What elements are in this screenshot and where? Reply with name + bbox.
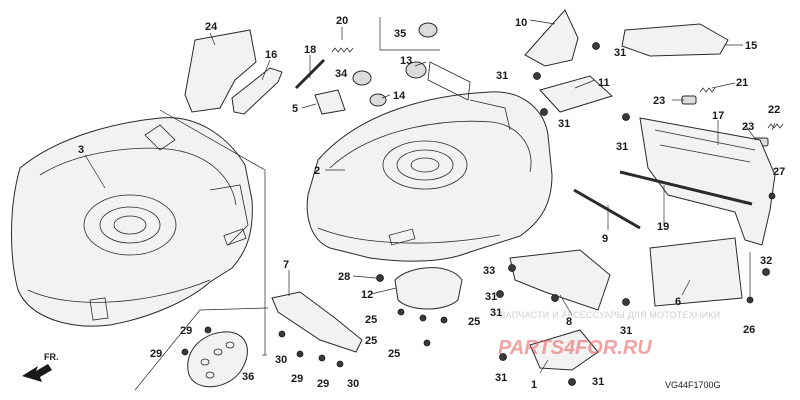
callout-25b: 25 [468,316,480,328]
callout-31g: 31 [620,325,632,337]
callout-25d: 25 [388,348,400,360]
callout-29d: 29 [317,378,329,390]
callout-2: 2 [314,165,320,177]
callout-labels: 3 24 16 18 20 34 5 2 35 13 14 10 31 15 3… [78,15,785,391]
callout-27: 27 [773,166,785,178]
callout-3: 3 [78,144,84,156]
callout-30a: 30 [275,354,287,366]
callout-31d: 31 [616,141,628,153]
callout-21: 21 [736,77,748,89]
callout-11: 11 [598,77,610,89]
plate-11 [539,75,613,113]
callout-34: 34 [335,68,348,80]
callout-9: 9 [602,233,608,245]
callout-14: 14 [393,90,406,102]
callout-28: 28 [338,271,350,283]
callout-16: 16 [265,49,277,61]
callout-8: 8 [566,316,572,328]
callout-13: 13 [400,55,412,67]
callout-31f: 31 [490,307,502,319]
mower-deck-center [306,61,553,262]
callout-19: 19 [657,221,669,233]
callout-1: 1 [531,379,537,391]
callout-26: 26 [743,324,755,336]
direction-label: FR. [44,352,59,362]
baffle-7 [271,291,363,353]
grommet-35 [418,22,438,38]
callout-24: 24 [205,21,218,33]
grommet-34 [352,70,372,86]
callout-33: 33 [483,265,495,277]
bracket-16 [231,67,283,115]
callout-35: 35 [394,28,406,40]
callout-12: 12 [361,289,373,301]
callout-31e: 31 [485,291,497,303]
callout-17: 17 [712,110,724,122]
callout-31a: 31 [614,47,626,59]
callout-29b: 29 [150,348,162,360]
callout-36: 36 [242,371,254,383]
grommet-14 [369,93,387,107]
callout-25a: 25 [365,314,377,326]
group-frame-lines [134,17,751,391]
rod-9 [573,188,641,230]
plate-6 [649,237,743,307]
callout-15: 15 [745,40,757,52]
watermark-logo: PARTS4FOR.RU [498,337,652,359]
callout-23b: 23 [742,121,754,133]
plate-8 [509,249,611,311]
callout-29a: 29 [180,325,192,337]
spring-21 [699,87,716,93]
callout-30b: 30 [347,378,359,390]
leader-lines [84,19,776,374]
callout-32: 32 [760,255,772,267]
watermark-text: ЗАПЧАСТИ И АКСЕССУАРЫ ДЛЯ МОТОТЕХНИКИ [500,310,720,320]
rear-cover-24 [184,29,257,113]
callout-20: 20 [336,15,348,27]
bracket-10 [524,9,579,67]
callout-18: 18 [304,44,316,56]
callout-25c: 25 [365,335,377,347]
fasteners [181,42,776,386]
callout-22: 22 [768,104,780,116]
pin-23a [681,95,697,105]
ring-12 [394,267,463,310]
grommet-13 [405,61,427,79]
callout-23a: 23 [653,95,665,107]
diagram-code: VG44F1700G [665,380,721,390]
callout-31c: 31 [558,118,570,130]
spring-20 [331,47,354,53]
callout-10: 10 [515,17,527,29]
callout-6: 6 [675,296,681,308]
front-direction-arrow: FR. [22,352,59,382]
callout-31h: 31 [495,372,507,384]
mower-deck-left [11,117,253,327]
callout-5: 5 [292,103,298,115]
callout-29c: 29 [291,373,303,385]
spring-22 [767,123,784,129]
part-1 [529,329,599,371]
rod-19 [619,170,753,206]
callout-31b: 31 [496,70,508,82]
callout-7: 7 [283,259,289,271]
handle-bracket-15 [621,23,729,57]
bracket-5 [314,89,346,115]
callout-31i: 31 [592,376,604,388]
plate-36 [187,331,248,388]
